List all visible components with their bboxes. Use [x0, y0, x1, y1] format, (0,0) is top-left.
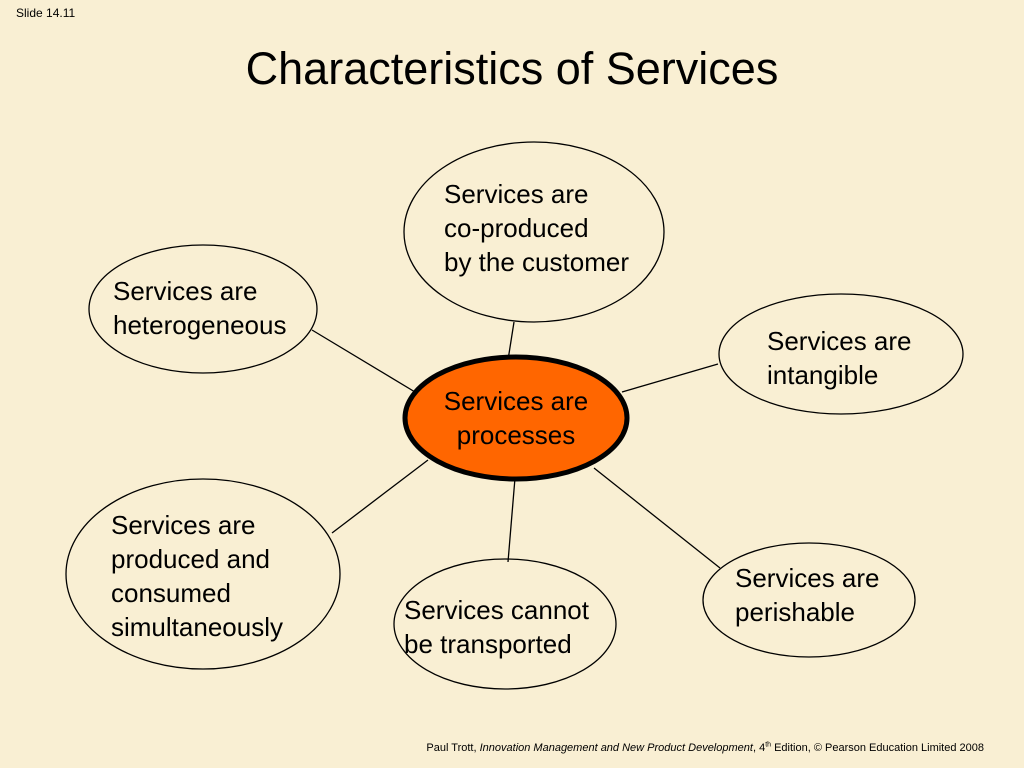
footer-edition-prefix: , 4 — [752, 742, 766, 754]
node-line: consumed — [111, 578, 231, 608]
slide-number: Slide 14.11 — [16, 6, 76, 20]
node-line: Services are — [111, 510, 256, 540]
footer-book-title: Innovation Management and New Product De… — [479, 742, 753, 754]
node-line: Services are — [735, 563, 880, 593]
node-line: be transported — [404, 629, 572, 659]
ellipse-coproduced — [403, 141, 665, 323]
center-line: processes — [456, 420, 576, 450]
node-label-simultaneous: Services are produced and consumed simul… — [111, 508, 283, 644]
node-line: produced and — [111, 544, 271, 574]
node-line: Services are — [444, 179, 589, 209]
node-line: intangible — [767, 360, 879, 390]
node-label-perishable: Services are perishable — [735, 561, 880, 629]
connector-intangible — [621, 363, 719, 393]
connector-heterogeneous — [311, 329, 421, 396]
node-line: co-produced — [444, 213, 589, 243]
connector-simultaneous — [331, 459, 429, 534]
node-label-transported: Services cannot be transported — [404, 593, 589, 661]
footer-citation: Paul Trott, Innovation Management and Ne… — [426, 741, 984, 755]
center-line: Services are — [443, 386, 589, 416]
node-label-coproduced: Services are co-produced by the customer — [444, 177, 629, 279]
center-ellipse — [402, 354, 630, 482]
ellipse-perishable — [702, 542, 916, 658]
footer-edition-sup: th — [765, 741, 772, 749]
connector-perishable — [593, 467, 721, 569]
node-line: Services cannot — [404, 595, 589, 625]
footer-edition-rest: Edition, © Pearson Education Limited 200… — [771, 742, 984, 754]
center-label: Services are processes — [416, 384, 616, 452]
footer-author: Paul Trott, — [426, 742, 480, 754]
ellipse-intangible — [718, 293, 964, 415]
ellipse-simultaneous — [65, 478, 341, 670]
node-line: simultaneously — [111, 612, 283, 642]
ellipse-heterogeneous — [88, 244, 318, 374]
connector-coproduced — [507, 321, 515, 361]
connector-transported — [507, 477, 516, 563]
node-line: Services are — [113, 276, 258, 306]
ellipse-transported — [393, 558, 617, 690]
node-line: by the customer — [444, 247, 629, 277]
node-line: heterogeneous — [113, 310, 287, 340]
node-label-intangible: Services are intangible — [767, 324, 912, 392]
slide-title: Characteristics of Services — [245, 43, 779, 94]
node-line: Services are — [767, 326, 912, 356]
node-label-heterogeneous: Services are heterogeneous — [113, 274, 286, 342]
node-line: perishable — [735, 597, 855, 627]
